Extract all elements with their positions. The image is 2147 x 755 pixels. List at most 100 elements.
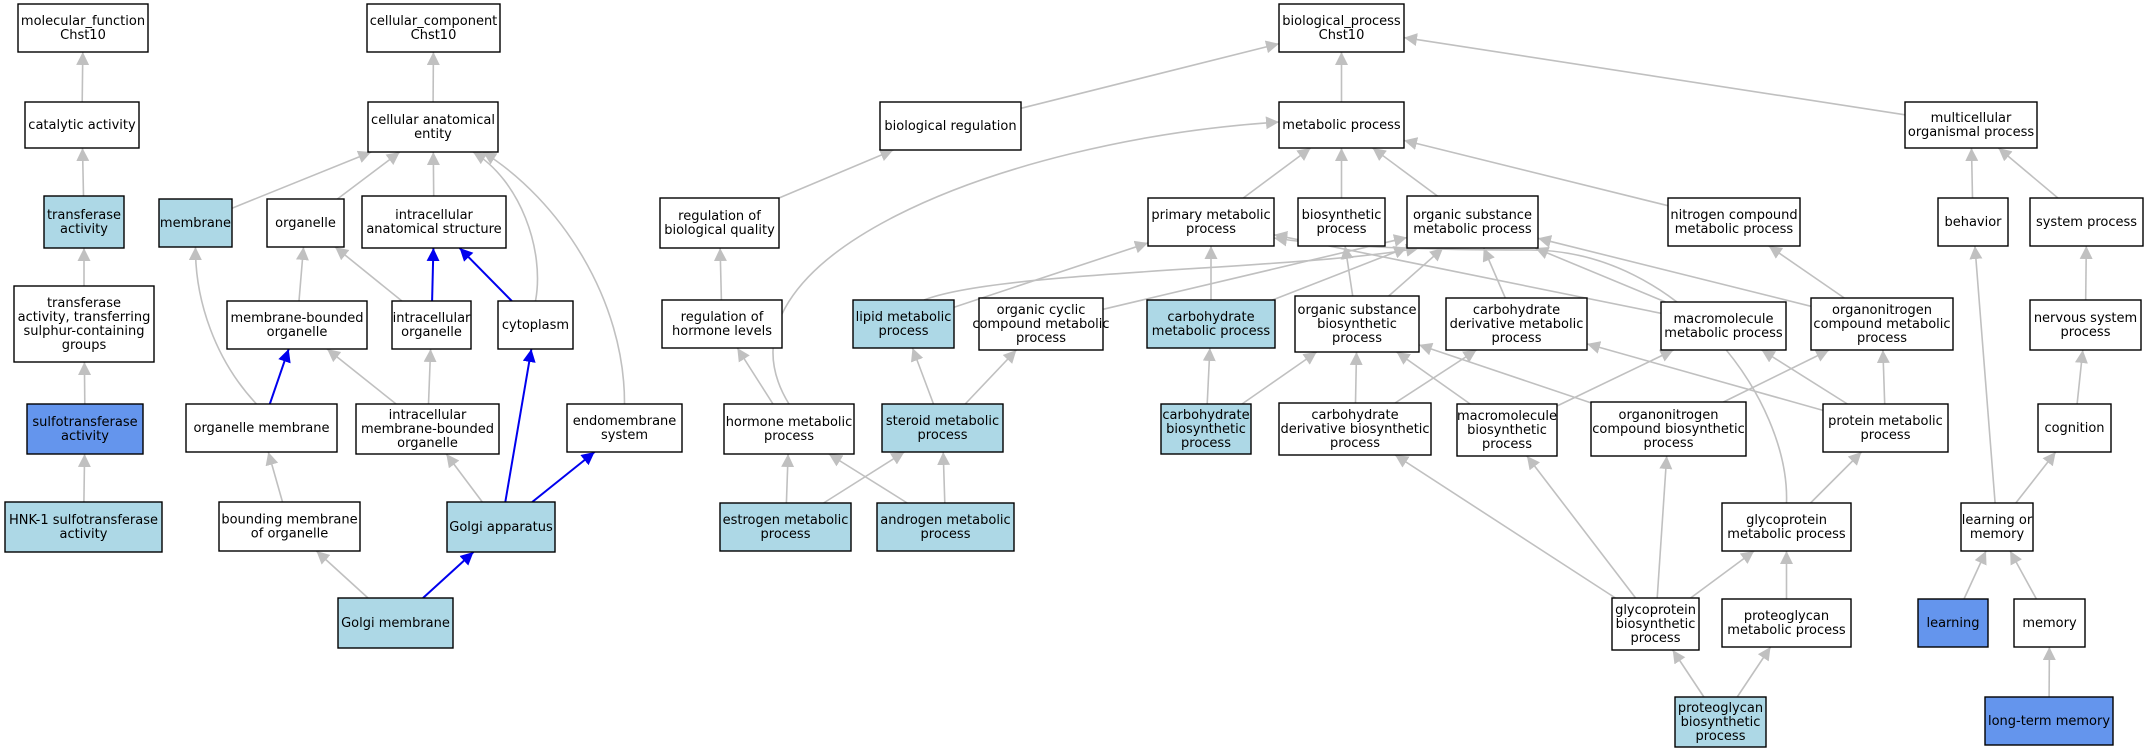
node-box [497, 300, 574, 350]
node-label-line: cellular_component [370, 14, 498, 29]
node-label-line: activity [61, 429, 109, 444]
node-box [881, 403, 1004, 453]
edge-proteoglycan-biosynthetic-process-to-proteoglycan-metabolic-process [1736, 646, 1772, 698]
node-box [13, 285, 155, 363]
node-label-line: organelle [267, 325, 328, 340]
node-label-line: sulphur-containing [24, 324, 145, 339]
edge-carbohydrate-derivative-biosynthetic-process-to-organic-substance-biosynthetic-process [1349, 351, 1363, 404]
edge-intracellular-membrane-bounded-organelle-to-intracellular-organelle [423, 348, 437, 405]
go-term-node-catalytic-activity[interactable]: catalytic activity [24, 101, 140, 149]
go-term-node-cognition[interactable]: cognition [2037, 403, 2112, 453]
node-label-line: carbohydrate [1311, 408, 1398, 423]
node-label-line: Chst10 [1319, 28, 1365, 43]
edge-organonitrogen-compound-biosynthetic-process-to-organonitrogen-compound-metabolic-process [1723, 349, 1830, 403]
go-term-node-golgi-apparatus[interactable]: Golgi apparatus [446, 501, 556, 553]
edge-organic-substance-metabolic-process-to-metabolic-process [1372, 147, 1438, 197]
node-label-line: process [1317, 222, 1367, 237]
node-label-line: metabolic process [1282, 118, 1401, 133]
node-box [1445, 297, 1588, 351]
go-term-node-behavior[interactable]: behavior [1937, 197, 2009, 247]
go-term-node-organelle[interactable]: organelle [266, 198, 345, 248]
node-box [1810, 297, 1954, 351]
node-label-line: regulation of [678, 209, 761, 224]
node-box [661, 299, 783, 349]
node-label-line: derivative biosynthetic [1280, 422, 1429, 437]
edge-carbohydrate-derivative-metabolic-process-to-organic-substance-metabolic-process [1482, 247, 1507, 299]
go-term-node-metabolic-process[interactable]: metabolic process [1278, 101, 1405, 149]
edge-layer [76, 33, 2093, 698]
edge-organelle-membrane-to-membrane [188, 246, 258, 405]
edge-androgen-metabolic-process-to-steroid-metabolic-process [937, 451, 951, 504]
go-term-node-system-process[interactable]: system process [2029, 197, 2144, 247]
go-term-node-organelle-membrane[interactable]: organelle membrane [185, 403, 338, 453]
node-box [218, 501, 361, 552]
go-term-node-learning[interactable]: learning [1917, 598, 1989, 648]
node-label-line: membrane-bounded [230, 311, 363, 326]
edge-regulation-of-biological-quality-to-biological-regulation [778, 149, 894, 199]
go-term-node-memory[interactable]: memory [2013, 598, 2086, 648]
edge-lipid-metabolic-process-to-organic-substance-metabolic-process [923, 243, 1420, 301]
node-label-line: process [1016, 331, 1066, 346]
edge-primary-metabolic-process-to-metabolic-process [1242, 147, 1312, 199]
node-label-line: process [764, 429, 814, 444]
edge-catalytic-activity-to-molecular-function [76, 51, 90, 103]
node-label-line: metabolic process [1675, 222, 1794, 237]
go-term-node-membrane[interactable]: membrane [158, 198, 233, 248]
go-term-node-golgi-membrane[interactable]: Golgi membrane [337, 597, 454, 649]
edge-cytoplasm-to-intracellular-anatomical-structure [458, 247, 513, 302]
node-label-line: process [1332, 331, 1382, 346]
go-term-node-cytoplasm[interactable]: cytoplasm [497, 300, 574, 350]
node-label-line: anatomical structure [366, 222, 501, 237]
node-label-line: cognition [2044, 421, 2104, 436]
go-term-node-long-term-memory[interactable]: long-term memory [1984, 696, 2114, 746]
edge-protein-metabolic-process-to-organonitrogen-compound-metabolic-process [1876, 349, 1890, 405]
go-term-node-biological-regulation[interactable]: biological regulation [879, 101, 1022, 151]
node-box [1917, 598, 1989, 648]
node-label-line: primary metabolic [1151, 208, 1270, 223]
